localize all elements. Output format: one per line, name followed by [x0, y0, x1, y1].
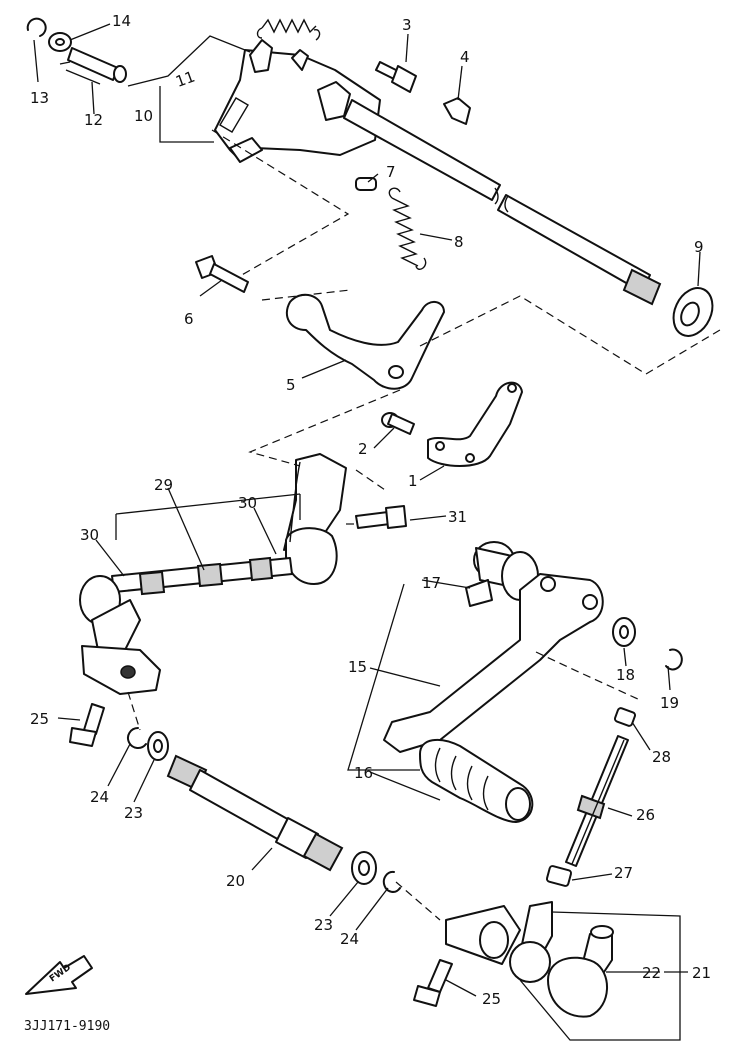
part-2-screw: [381, 412, 415, 435]
label-26: 26: [636, 806, 655, 824]
part-14-washer: [48, 32, 72, 52]
label-16: 16: [354, 764, 373, 782]
label-30-right: 30: [238, 494, 257, 512]
part-15-shift-pedal: [383, 541, 604, 753]
label-24-left: 24: [90, 788, 109, 806]
label-9: 9: [694, 238, 704, 256]
part-24-circlip-left: [127, 727, 147, 749]
part-16-pedal-rubber: [419, 738, 534, 823]
part-19-circlip: [665, 648, 683, 671]
label-22: 22: [642, 964, 661, 982]
label-20: 20: [226, 872, 245, 890]
label-7: 7: [386, 163, 396, 181]
label-5: 5: [286, 376, 296, 394]
part-3-bolt: [375, 61, 417, 93]
label-30-left: 30: [80, 526, 99, 544]
part-18-washer: [612, 617, 636, 647]
part-25-bolt-bottom: [413, 959, 453, 1007]
part-number-labels: 13 14 12 11 10 3 4 7 8 9 6 5 2 1 31 29 3…: [24, 12, 711, 1034]
part-23-washer-left: [147, 731, 169, 761]
part-20-shaft: [166, 754, 344, 872]
label-24-right: 24: [340, 930, 359, 948]
part-23-washer-right: [351, 851, 377, 885]
label-13: 13: [30, 89, 49, 107]
shift-link-arm: [283, 453, 347, 585]
leader-lines: [33, 23, 701, 997]
part-joint-block: [445, 905, 521, 965]
label-8: 8: [454, 233, 464, 251]
part-21-ball-joint: [547, 925, 614, 1018]
part-17-pedal-pin: [465, 579, 493, 607]
dashed-guide-lines: [127, 129, 721, 921]
label-29: 29: [154, 476, 173, 494]
label-11: 11: [173, 67, 197, 90]
fwd-arrow-icon: FWD: [25, 955, 93, 995]
label-18: 18: [616, 666, 635, 684]
label-2: 2: [358, 440, 368, 458]
part-4-clip: [443, 97, 471, 125]
part-1-plate: [427, 381, 523, 467]
shift-rod-end: [79, 575, 161, 695]
part-31-bolt: [355, 505, 407, 529]
label-3: 3: [402, 16, 412, 34]
part-8-spring: [388, 187, 427, 270]
label-25-left: 25: [30, 710, 49, 728]
part-6-bolt: [195, 255, 249, 293]
label-1: 1: [408, 472, 418, 490]
label-23-left: 23: [124, 804, 143, 822]
label-10: 10: [134, 107, 153, 125]
part-7-pin: [355, 177, 377, 191]
part-13-circlip: [26, 17, 47, 37]
label-6: 6: [184, 310, 194, 328]
label-28: 28: [652, 748, 671, 766]
label-15: 15: [348, 658, 367, 676]
label-17: 17: [422, 574, 441, 592]
label-12: 12: [84, 111, 103, 129]
part-26-adjuster-rod: [565, 735, 629, 867]
label-27: 27: [614, 864, 633, 882]
bracket-lines: [115, 35, 681, 1041]
part-22-rod-end: [509, 901, 553, 983]
part-5-stopper-lever: [285, 293, 445, 390]
label-23-right: 23: [314, 916, 333, 934]
label-25-bottom: 25: [482, 990, 501, 1008]
diagram-code: 3JJ171-9190: [24, 1019, 110, 1034]
part-10-shift-lever-body: [214, 39, 381, 163]
part-28-nut: [613, 707, 637, 727]
part-12-pin: [59, 47, 127, 85]
label-4: 4: [460, 48, 470, 66]
label-19: 19: [660, 694, 679, 712]
label-31: 31: [448, 508, 467, 526]
part-29-shift-rod: [111, 556, 293, 596]
part-9-shift-shaft: [343, 99, 714, 337]
part-11-spring: [256, 18, 321, 41]
label-14: 14: [112, 12, 131, 30]
part-25-bolt-left: [69, 703, 105, 747]
label-21: 21: [692, 964, 711, 982]
part-24-circlip-right: [382, 870, 401, 893]
part-27-nut: [545, 865, 573, 887]
